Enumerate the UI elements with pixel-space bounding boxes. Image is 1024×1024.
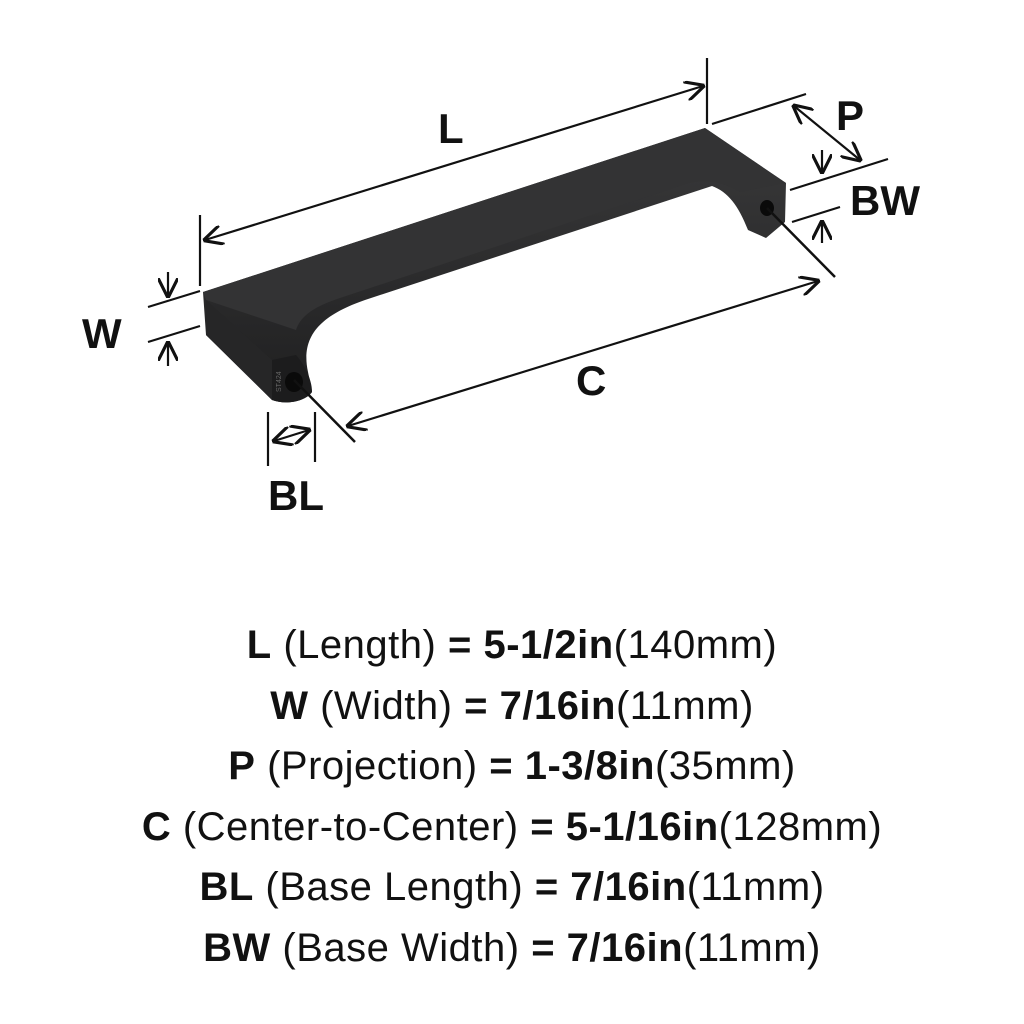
label-bw: BW [850, 177, 920, 224]
dimension-lines [147, 58, 889, 466]
label-c: C [576, 357, 606, 404]
cabinet-pull-handle: ST424 [203, 128, 786, 403]
engraving-text: ST424 [276, 371, 283, 392]
dimension-diagram: ST424 L P BW W C BL [82, 58, 920, 519]
spec-width: W (Width) = 7/16in(11mm) [270, 683, 754, 728]
spec-base-length: BL (Base Length) = 7/16in(11mm) [199, 865, 825, 909]
spec-base-width: BW (Base Width) = 7/16in(11mm) [203, 925, 821, 970]
specification-list: L (Length) = 5-1/2in(140mm) W (Width) = … [0, 615, 1024, 978]
spec-length: L (Length) = 5-1/2in(140mm) [246, 623, 778, 667]
spec-projection: P (Projection) = 1-3/8in(35mm) [228, 744, 796, 788]
label-p: P [836, 92, 864, 139]
label-bl: BL [268, 472, 324, 519]
label-w: W [82, 310, 122, 357]
label-l: L [438, 105, 464, 152]
spec-center-to-center: C (Center-to-Center) = 5-1/16in(128mm) [141, 804, 883, 849]
